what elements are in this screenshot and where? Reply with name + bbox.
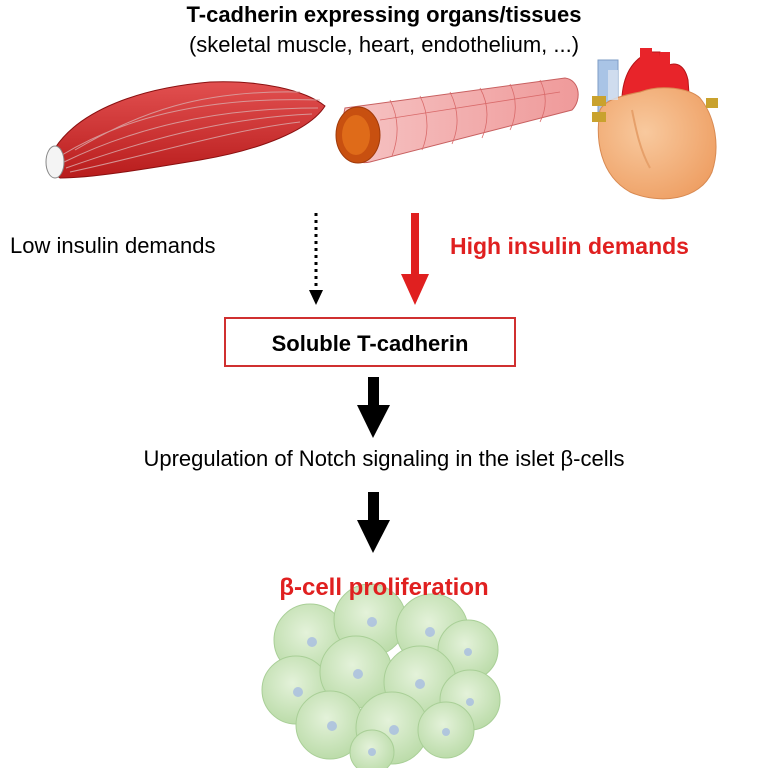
low-insulin-demands-label: Low insulin demands: [10, 233, 216, 258]
heart-illustration: [592, 48, 718, 200]
soluble-t-cadherin-label: Soluble T-cadherin: [271, 331, 469, 356]
skeletal-muscle-illustration: [45, 81, 326, 179]
beta-cell-proliferation-label: β-cell proliferation: [279, 574, 489, 601]
down-arrow-to-notch: [357, 377, 390, 438]
diagram-title: T-cadherin expressing organs/tissues: [186, 2, 582, 27]
high-demand-red-arrow: [401, 213, 429, 305]
high-insulin-demands-label: High insulin demands: [450, 233, 689, 259]
beta-cell-nuclei: [293, 617, 474, 756]
down-arrow-to-proliferation: [357, 492, 390, 553]
notch-upregulation-label: Upregulation of Notch signaling in the i…: [143, 446, 625, 471]
diagram-subtitle: (skeletal muscle, heart, endothelium, ..…: [188, 32, 580, 57]
muscle-fiber-bundle-illustration: [335, 77, 579, 164]
low-demand-dotted-arrow: [309, 213, 323, 305]
soluble-t-cadherin-box: Soluble T-cadherin: [224, 317, 516, 367]
beta-cell-cluster-illustration: [261, 583, 501, 768]
